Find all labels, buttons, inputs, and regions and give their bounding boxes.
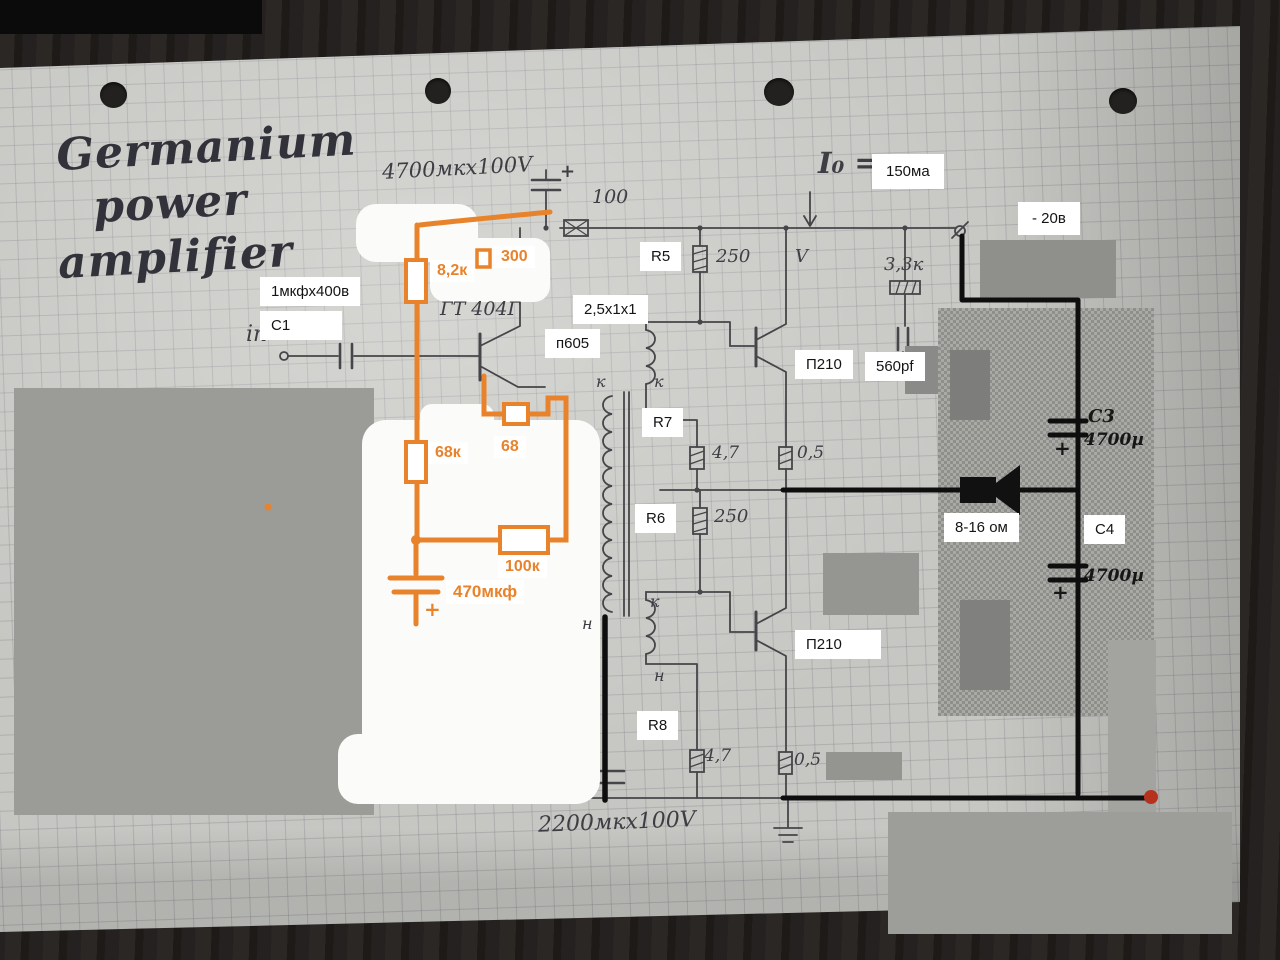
noise-patch [950,350,990,420]
supply-voltage-box: - 20в [1018,202,1080,235]
io-current-value-box: 150ма [872,154,944,189]
gray-block-center [823,553,919,615]
punch-hole [764,78,794,106]
resistor-33k-value: 3,3к [884,254,924,275]
whiteout-blob [338,734,504,804]
winding-mark-k: к [596,372,606,391]
gray-block-small [826,752,902,780]
plus-sign: + [560,161,576,182]
orange-r300-label: 300 [494,246,535,268]
title-line-3: amplifier [56,225,295,290]
c3-value: 4700µ [1084,430,1144,450]
winding-mark-n: н [582,614,593,633]
p605-transistor-box: п605 [545,329,601,358]
dark-table-edge [0,0,262,34]
resistor-100-value: 100 [592,186,629,208]
r8-name-box: R8 [637,711,679,740]
orange-r100k-label: 100к [498,556,547,578]
c560-capacitor-box: 560pf [865,352,925,381]
r7-value: 4,7 [712,443,740,463]
plus-sign: + [1052,580,1069,604]
emitter-resistor-top-value: 0,5 [797,443,825,463]
title-line-1: Germanium [55,114,358,182]
c4-value: 4700µ [1084,566,1144,586]
speaker-impedance-box: 8-16 ом [944,513,1019,542]
noise-patch [960,600,1010,690]
gray-block-left [14,388,374,815]
punch-hole [425,78,451,104]
r6-name-box: R6 [635,504,677,533]
gray-block-bottom-right [888,812,1232,934]
r8-value: 4,7 [704,746,732,766]
c3-label: C3 [1088,406,1115,427]
io-current-label: I₀ = [818,146,879,180]
punch-hole [1109,88,1137,114]
r6-value: 250 [714,506,749,527]
winding-mark-n: н [654,666,665,685]
emitter-resistor-bottom-value: 0,5 [794,750,822,770]
orange-c470-label: 470мкф [446,580,525,604]
winding-mark-k: к [650,592,660,611]
transistor-gt404-label: ГТ 404Г [440,298,521,320]
transformer-spec-box: 2,5х1х1 [573,295,648,324]
orange-r82k-label: 8,2к [430,260,475,282]
r5-value: 250 [716,246,751,267]
c4-name-box: C4 [1084,515,1126,544]
winding-mark-k: к [654,372,664,391]
orange-r68-label: 68 [494,436,526,458]
p210-top-transistor-box: П210 [795,350,853,379]
title-line-2: power [91,174,249,234]
p210-bottom-transistor-box: П210 [795,630,881,659]
c1-name-box: C1 [260,311,342,340]
orange-r68k-label: 68к [428,442,468,464]
r7-name-box: R7 [642,408,684,437]
v-mark: V [795,246,808,267]
r5-name-box: R5 [640,242,682,271]
plus-sign: + [424,597,441,621]
punch-hole [100,82,127,108]
c1-capacitance-box: 1мкфх400в [260,277,361,306]
gray-strip-right [1108,640,1156,818]
gray-block-top-right [980,240,1116,298]
plus-sign: + [1054,436,1071,460]
